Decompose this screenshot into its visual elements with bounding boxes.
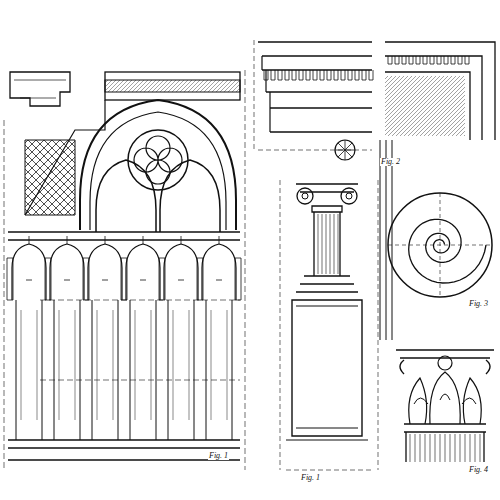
drawn-stroke — [402, 56, 406, 64]
drawn-stroke — [102, 236, 108, 280]
drawn-stroke — [326, 214, 327, 274]
drawn-stroke — [460, 434, 461, 462]
drawn-stroke — [362, 70, 366, 80]
drawn-stroke — [341, 70, 345, 80]
drawn-stroke — [330, 214, 331, 274]
drawn-stroke — [409, 56, 413, 64]
drawn-stroke — [16, 300, 42, 440]
figure-label: Fig. 2 — [380, 158, 401, 166]
drawn-stroke — [59, 310, 75, 420]
drawn-stroke — [7, 258, 13, 300]
drawn-stroke — [369, 70, 373, 80]
drawn-stroke — [338, 214, 339, 274]
classical-details — [254, 40, 495, 470]
drawn-stroke — [83, 258, 89, 300]
drawn-stroke — [440, 434, 441, 462]
drawn-stroke — [206, 300, 232, 440]
drawn-stroke — [430, 56, 434, 64]
drawn-stroke — [135, 310, 151, 420]
drawn-stroke — [420, 434, 421, 462]
drawn-stroke — [26, 236, 32, 280]
drawn-stroke — [299, 70, 303, 80]
drawn-stroke — [54, 300, 80, 440]
drawn-stroke — [465, 56, 469, 64]
drawn-stroke — [450, 434, 451, 462]
drawn-stroke — [388, 56, 392, 64]
drawn-stroke — [97, 310, 113, 420]
drawn-stroke — [306, 70, 310, 80]
drawn-stroke — [211, 310, 227, 420]
drawn-stroke — [173, 310, 189, 420]
drawn-stroke — [92, 300, 118, 440]
drawn-stroke — [423, 56, 427, 64]
drawn-stroke — [395, 56, 399, 64]
drawn-stroke — [444, 56, 448, 64]
drawn-stroke — [355, 70, 359, 80]
drawn-stroke — [327, 70, 331, 80]
figure-label: Fig. 1 — [300, 474, 321, 482]
drawn-stroke — [50, 244, 84, 300]
drawn-stroke — [126, 244, 160, 300]
drawn-stroke — [164, 244, 198, 300]
drawn-stroke — [409, 219, 486, 283]
drawn-stroke — [45, 258, 51, 300]
figure-label: Fig. 1 — [208, 452, 229, 460]
drawn-stroke — [21, 310, 37, 420]
drawn-stroke — [458, 56, 462, 64]
drawn-stroke — [322, 214, 323, 274]
drawn-stroke — [121, 258, 127, 300]
drawn-stroke — [168, 300, 194, 440]
drawn-stroke — [348, 70, 352, 80]
drawn-stroke — [415, 434, 416, 462]
drawn-stroke — [285, 70, 289, 80]
drawn-stroke — [334, 70, 338, 80]
drawn-stroke — [64, 236, 70, 280]
drawn-stroke — [88, 244, 122, 300]
drawn-stroke — [318, 214, 319, 274]
drawn-stroke — [178, 236, 184, 280]
drawn-stroke — [292, 70, 296, 80]
drawn-stroke — [425, 434, 426, 462]
drawn-stroke — [451, 56, 455, 64]
figure-label: Fig. 4 — [468, 466, 489, 474]
drawn-stroke — [430, 434, 431, 462]
drawn-stroke — [410, 434, 411, 462]
drawn-stroke — [445, 434, 446, 462]
drawn-stroke — [313, 70, 317, 80]
drawn-stroke — [12, 244, 46, 300]
drawn-stroke — [216, 236, 222, 280]
figure-label: Fig. 3 — [468, 300, 489, 308]
drawn-stroke — [140, 236, 146, 280]
drawn-stroke — [416, 56, 420, 64]
drawn-stroke — [271, 70, 275, 80]
drawn-stroke — [465, 434, 466, 462]
drawn-stroke — [202, 244, 236, 300]
gothic-arcade — [4, 70, 245, 470]
drawn-stroke — [475, 434, 476, 462]
drawn-stroke — [197, 258, 203, 300]
drawn-stroke — [159, 258, 165, 300]
drawn-stroke — [470, 434, 471, 462]
drawn-stroke — [235, 258, 241, 300]
drawn-stroke — [455, 434, 456, 462]
drawn-stroke — [334, 214, 335, 274]
drawn-stroke — [437, 56, 441, 64]
drawn-stroke — [278, 70, 282, 80]
drawn-stroke — [130, 300, 156, 440]
drawn-stroke — [435, 434, 436, 462]
drawn-stroke — [320, 70, 324, 80]
drawn-stroke — [480, 434, 481, 462]
